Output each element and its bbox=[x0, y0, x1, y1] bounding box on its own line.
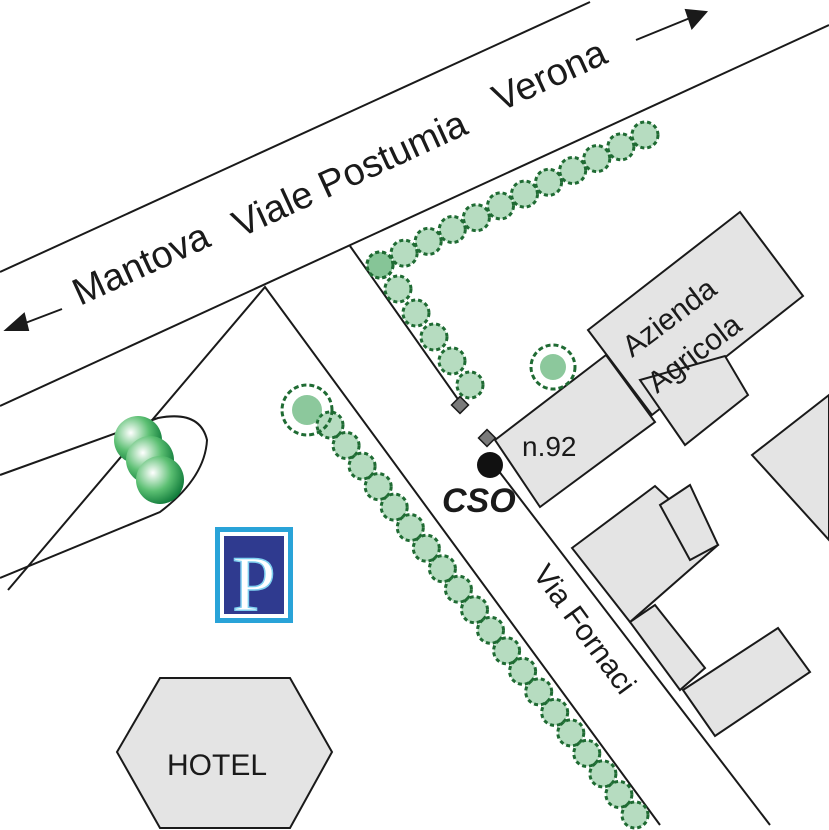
building-block-2 bbox=[681, 626, 812, 738]
hedge-tree-icon bbox=[401, 298, 431, 328]
single-trees bbox=[280, 343, 577, 437]
arrow-left-icon bbox=[3, 312, 30, 331]
direction-arrows bbox=[3, 8, 709, 331]
hedge-tree-icon bbox=[383, 274, 413, 304]
hotel-label: HOTEL bbox=[167, 749, 267, 782]
hedge-tree-icon bbox=[347, 451, 377, 481]
hedge-tree-icon bbox=[606, 132, 636, 162]
hedge-tree-icon bbox=[588, 759, 618, 789]
hedge-tree-icon bbox=[572, 738, 602, 768]
hedge-tree-icon bbox=[476, 615, 505, 645]
via-fornaci-east-edge bbox=[497, 469, 771, 826]
hedge-tree-icon bbox=[582, 144, 612, 174]
building-label-n92: n.92 bbox=[522, 431, 577, 462]
hedge-tree-icon bbox=[510, 179, 539, 209]
bush-icon bbox=[136, 456, 184, 504]
parking-sign[interactable]: P bbox=[215, 527, 293, 628]
via-fornaci-road bbox=[7, 245, 771, 826]
main-road-edge-north bbox=[0, 1, 591, 273]
hedge-tree-icon bbox=[534, 167, 564, 197]
gate-marker-icon bbox=[450, 395, 470, 415]
arrow-right-line bbox=[635, 17, 691, 41]
hedge-tree-icon bbox=[437, 346, 467, 376]
hedge-tree-icon bbox=[411, 533, 441, 563]
hedge-tree-icon bbox=[604, 780, 634, 809]
via-fornaci-west-edge bbox=[7, 285, 661, 826]
hedge-tree-icon bbox=[365, 250, 395, 280]
building-connector bbox=[628, 603, 707, 692]
hedge-tree-icon bbox=[379, 492, 409, 522]
parking-bushes bbox=[114, 416, 184, 504]
hedge-tree-icon bbox=[558, 156, 588, 185]
building-annex bbox=[638, 354, 750, 447]
hedge-tree-icon bbox=[630, 120, 660, 150]
hedge-tree-icon bbox=[460, 595, 489, 625]
hedge-tree-icon bbox=[461, 203, 491, 233]
street-label-mantova: Mantova bbox=[66, 215, 217, 314]
hedge-tree-icon bbox=[486, 191, 515, 221]
hedge-tree-icon bbox=[427, 554, 457, 584]
hedge-tree-icon bbox=[413, 226, 443, 256]
gate-marker-icon bbox=[477, 428, 497, 448]
hedge-tree-icon bbox=[524, 677, 554, 707]
tree-icon bbox=[529, 343, 577, 391]
street-label-viale-postumia: Viale Postumia bbox=[226, 102, 474, 246]
gate-markers bbox=[450, 395, 497, 448]
main-road-edge-south bbox=[0, 24, 829, 407]
property-edge-north bbox=[349, 245, 463, 406]
tree-icon bbox=[280, 383, 334, 437]
building-block-1-step bbox=[658, 483, 720, 562]
hotel-building bbox=[115, 677, 334, 829]
hedge-tree-icon bbox=[437, 215, 467, 244]
hedge-tree-icon bbox=[620, 800, 650, 830]
tree-canopy bbox=[540, 354, 566, 380]
hedge-tree-icon bbox=[556, 718, 586, 748]
hedge-tree-icon bbox=[315, 410, 345, 440]
hedge-tree-icon bbox=[455, 370, 485, 400]
hedge-tree-icon bbox=[508, 656, 538, 686]
hedge-tree-icon bbox=[443, 574, 473, 604]
hedge-tree-icon bbox=[395, 513, 425, 543]
hedge-tree-icon bbox=[419, 322, 449, 352]
cso-location-dot[interactable] bbox=[477, 452, 503, 478]
hedge-tree-icon bbox=[331, 431, 361, 460]
arrow-right-icon bbox=[684, 8, 709, 30]
hedge-tree-icon bbox=[389, 238, 419, 268]
hedge-tree-icon bbox=[492, 636, 522, 666]
parking-lane-outline bbox=[0, 415, 209, 579]
hedge-tree-icon bbox=[363, 472, 393, 502]
building-east-triangle bbox=[750, 393, 829, 542]
main-road bbox=[0, 1, 829, 407]
building-azienda-agricola bbox=[586, 210, 805, 417]
tree-hedges bbox=[315, 120, 660, 830]
cso-label: CSO bbox=[442, 482, 516, 520]
tree-canopy bbox=[292, 395, 322, 425]
parking-icon: P bbox=[232, 540, 275, 627]
hedge-tree-icon bbox=[540, 697, 570, 727]
parking-sign-panel bbox=[224, 536, 284, 614]
buildings bbox=[115, 210, 829, 829]
street-label-verona: Verona bbox=[486, 31, 614, 120]
